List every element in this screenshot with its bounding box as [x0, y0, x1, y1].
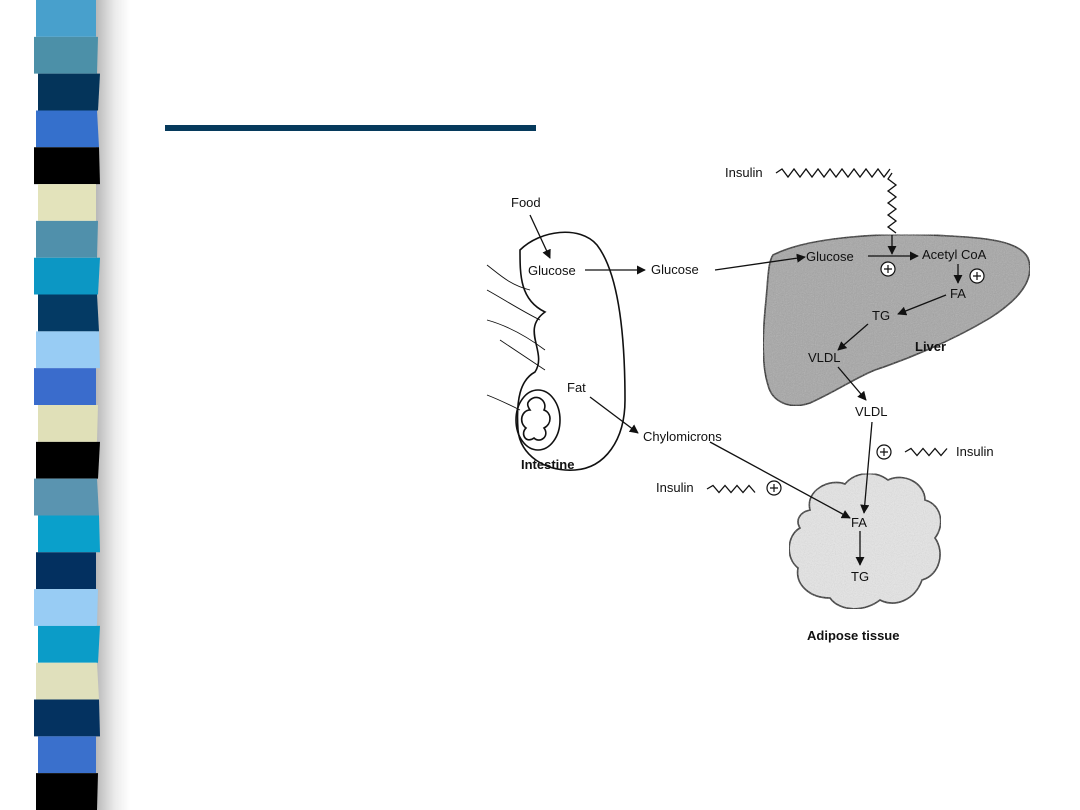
stripe-segment — [38, 625, 100, 663]
label-vldl-middle: VLDL — [855, 404, 888, 419]
label-glucose-middle: Glucose — [651, 262, 699, 277]
label-insulin-left: Insulin — [656, 480, 694, 495]
stripe-segment — [36, 331, 100, 369]
label-acetyl-coa: Acetyl CoA — [922, 247, 987, 262]
label-insulin-top: Insulin — [725, 165, 763, 180]
adipose-shape — [788, 472, 942, 610]
liver-shape — [762, 233, 1030, 407]
stripe-segment — [36, 220, 98, 258]
intestine-drawing — [486, 231, 626, 471]
stripe-segment — [38, 184, 96, 221]
label-glucose-liver: Glucose — [806, 249, 854, 264]
plus-icon — [880, 261, 896, 277]
stripe-segment — [34, 147, 100, 185]
label-vldl-liver: VLDL — [808, 350, 841, 365]
label-liver: Liver — [915, 339, 946, 354]
label-adipose-tissue: Adipose tissue — [807, 628, 899, 643]
plus-icon — [969, 268, 985, 284]
plus-icon — [766, 480, 782, 496]
label-food: Food — [511, 195, 541, 210]
stripe-segment — [36, 110, 99, 148]
stripe-segment — [34, 589, 98, 626]
arrow-chylomicrons-fa — [709, 441, 851, 519]
label-fat: Fat — [567, 380, 586, 395]
label-glucose-intestine: Glucose — [528, 263, 576, 278]
label-tg-adipose: TG — [851, 569, 869, 584]
stripe-segment — [38, 405, 98, 442]
label-tg-liver: TG — [872, 308, 890, 323]
arrow-vldl-vldl — [837, 366, 867, 401]
stripe-segment — [36, 0, 96, 37]
plus-icon — [876, 444, 892, 460]
stripe-segment — [34, 257, 100, 295]
arrow-glucose-liver — [714, 253, 806, 271]
arrow-tg-vldl — [837, 323, 869, 351]
stripe-segment — [34, 478, 99, 516]
stripe-segment — [38, 736, 96, 774]
label-insulin-right: Insulin — [956, 444, 994, 459]
stripe-segment — [38, 294, 99, 332]
decorative-stripe-bar — [34, 0, 100, 810]
stripe-segment — [36, 662, 99, 700]
stripe-shadow — [96, 0, 130, 810]
label-fa-liver: FA — [950, 286, 966, 301]
insulin-zigzags — [706, 167, 948, 494]
stripe-segment — [38, 515, 100, 553]
stimulation-markers — [766, 261, 985, 496]
arrow-fa-tg — [897, 294, 947, 316]
label-fa-adipose: FA — [851, 515, 867, 530]
label-chylomicrons: Chylomicrons — [643, 429, 722, 444]
arrow-vldl-fa — [860, 421, 873, 514]
stripe-segment — [36, 441, 100, 479]
arrow-fat-chylomicrons — [589, 396, 639, 434]
stripe-segment — [36, 773, 98, 810]
title-underline — [165, 125, 536, 131]
arrows — [529, 214, 963, 566]
stripe-segment — [38, 73, 100, 111]
stripe-segment — [34, 36, 98, 74]
stripe-segment — [34, 699, 100, 737]
arrow-food-glucose — [529, 214, 551, 259]
stripe-segment — [36, 552, 96, 590]
insulin-metabolism-diagram: Insulin Food Glucose Glucose Glucose Ace… — [486, 165, 1030, 643]
stripe-segment — [34, 368, 96, 405]
label-intestine: Intestine — [521, 457, 574, 472]
